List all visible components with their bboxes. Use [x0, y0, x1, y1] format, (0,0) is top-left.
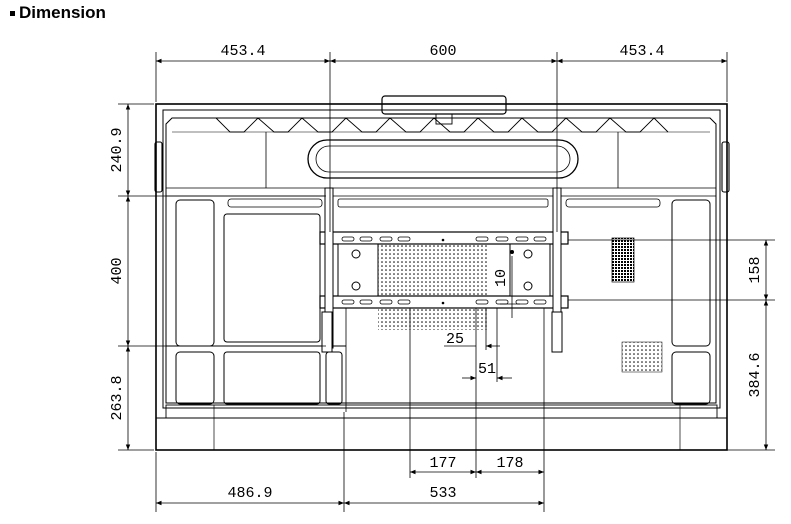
dim-bottom-right: 533: [429, 485, 456, 502]
dim-left-top: 240.9: [109, 127, 126, 172]
dimension-lines: [118, 52, 775, 512]
dim-left-bottom: 263.8: [109, 375, 126, 420]
dim-top-right: 453.4: [619, 43, 664, 60]
top-slot-inner: [315, 145, 571, 173]
dimension-labels: 453.4 600 453.4 240.9 400 263.8 158 384.…: [109, 43, 764, 502]
dim-bottom-178: 178: [496, 455, 523, 472]
heading-text: Dimension: [19, 3, 106, 22]
dim-inner-51: 51: [478, 361, 496, 378]
side-handles: [154, 141, 730, 193]
dim-top-left: 453.4: [220, 43, 265, 60]
dim-right-lower: 384.6: [747, 352, 764, 397]
right-panels: [611, 199, 711, 405]
section-heading: Dimension: [10, 3, 106, 23]
vent-grill: [378, 242, 488, 330]
left-panels: [166, 199, 346, 405]
top-ribs: [172, 117, 710, 133]
top-slot: [307, 139, 579, 179]
dim-inner-vertical: 10: [493, 269, 510, 287]
dim-left-middle: 400: [109, 257, 126, 284]
dim-inner-25: 25: [446, 331, 464, 348]
top-handle: [381, 95, 507, 125]
dim-bottom-177: 177: [429, 455, 456, 472]
vesa-mount: [319, 187, 569, 412]
monitor-outline: [155, 103, 728, 451]
bullet-icon: [10, 10, 15, 16]
dim-right-upper: 158: [747, 256, 764, 283]
dim-top-center: 600: [429, 43, 456, 60]
dim-bottom-left: 486.9: [227, 485, 272, 502]
